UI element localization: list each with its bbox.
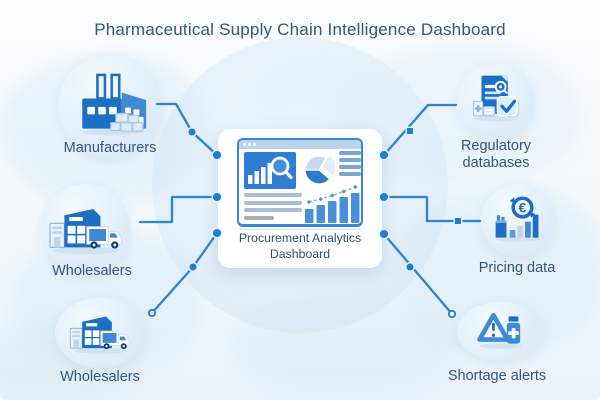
text-line-placeholder — [244, 193, 302, 197]
svg-text:€: € — [518, 199, 526, 215]
node-label-wholesalers-top: Wholesalers — [52, 263, 132, 279]
warehouse-truck-icon — [69, 316, 130, 354]
warning-medicine-bottle-icon — [476, 312, 522, 349]
node-wholesalers-top[interactable] — [41, 184, 131, 274]
pie-chart-icon — [304, 154, 337, 185]
connector-shortage-alerts — [382, 232, 454, 316]
procurement-dashboard-card[interactable]: Procurement Analytics Dashboard — [218, 129, 382, 268]
text-line-placeholder — [244, 208, 302, 212]
dashboard-label: Procurement Analytics Dashboard — [238, 231, 362, 261]
window-titlebar — [239, 140, 361, 149]
connector-wholesalers-bottom — [150, 231, 219, 315]
node-label-pricing-data: Pricing data — [478, 260, 556, 276]
connector-wholesalers-top — [138, 195, 219, 224]
node-label-shortage-alerts: Shortage alerts — [447, 368, 547, 384]
connector-regulatory-databases — [382, 103, 458, 157]
bar-chart-magnifier-icon — [248, 156, 293, 184]
text-line-placeholder — [244, 200, 302, 205]
text-line-placeholder — [244, 215, 274, 220]
page-title: Pharmaceutical Supply Chain Intelligence… — [94, 20, 506, 39]
warehouse-truck-icon — [49, 209, 122, 255]
trend-bar-chart-icon — [305, 184, 360, 223]
connector-pricing-data — [382, 195, 482, 223]
node-pricing-data[interactable]: € — [481, 184, 554, 257]
regulatory-document-check-icon — [473, 75, 520, 122]
node-manufacturers[interactable] — [58, 54, 162, 158]
window-dot-icon — [248, 143, 251, 146]
connector-node-dots — [147, 126, 463, 319]
text-line-placeholder — [339, 165, 361, 169]
text-line-placeholder — [339, 151, 361, 155]
node-label-wholesalers-bottom: Wholesalers — [60, 369, 140, 385]
text-line-placeholder — [339, 172, 361, 176]
window-dot-icon — [253, 143, 256, 146]
text-line-placeholder — [339, 158, 361, 162]
factory-boxes-icon — [82, 73, 147, 136]
analytics-dashboard-window — [237, 138, 363, 227]
window-dot-icon — [243, 143, 246, 146]
node-shortage-alerts[interactable] — [457, 302, 544, 361]
dashboard-label-pill: Procurement Analytics Dashboard — [228, 230, 372, 264]
highlight-chart-panel — [244, 152, 296, 189]
node-regulatory-databases[interactable] — [457, 63, 535, 141]
node-label-regulatory-databases: Regulatory databases — [460, 138, 532, 171]
euro-price-chart-icon: € — [494, 196, 541, 242]
node-wholesalers-bottom[interactable] — [55, 298, 145, 368]
connector-manufacturers — [155, 102, 219, 157]
node-label-manufacturers: Manufacturers — [63, 140, 157, 156]
